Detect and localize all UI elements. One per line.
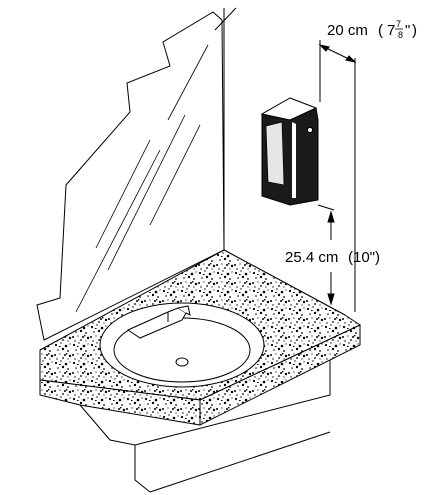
- countertop-front-edge: [39, 379, 201, 426]
- width-paren-open: (: [378, 22, 383, 39]
- vanity-apron: [79, 360, 331, 493]
- width-frac-denominator: 8: [398, 30, 403, 40]
- mirror: [36, 8, 225, 341]
- width-paren-close: ): [412, 22, 417, 39]
- faucet: [126, 305, 191, 339]
- width-dimension: [318, 40, 357, 312]
- sink-drain: [175, 357, 189, 367]
- height-imperial: (10"): [348, 249, 380, 266]
- width-inch-mark: ": [405, 22, 410, 39]
- width-dimension-label: 20 cm ( 7 7 8 " ): [327, 19, 417, 40]
- countertop-side-edge: [199, 324, 361, 426]
- dispenser-sensor-icon: [307, 127, 313, 133]
- width-metric: 20 cm: [327, 22, 368, 39]
- soap-dispenser: [260, 97, 319, 206]
- width-imperial-whole: 7: [387, 22, 395, 39]
- height-metric: 25.4 cm: [285, 249, 338, 266]
- width-frac-numerator: 7: [396, 19, 401, 29]
- height-dimension: [317, 204, 335, 306]
